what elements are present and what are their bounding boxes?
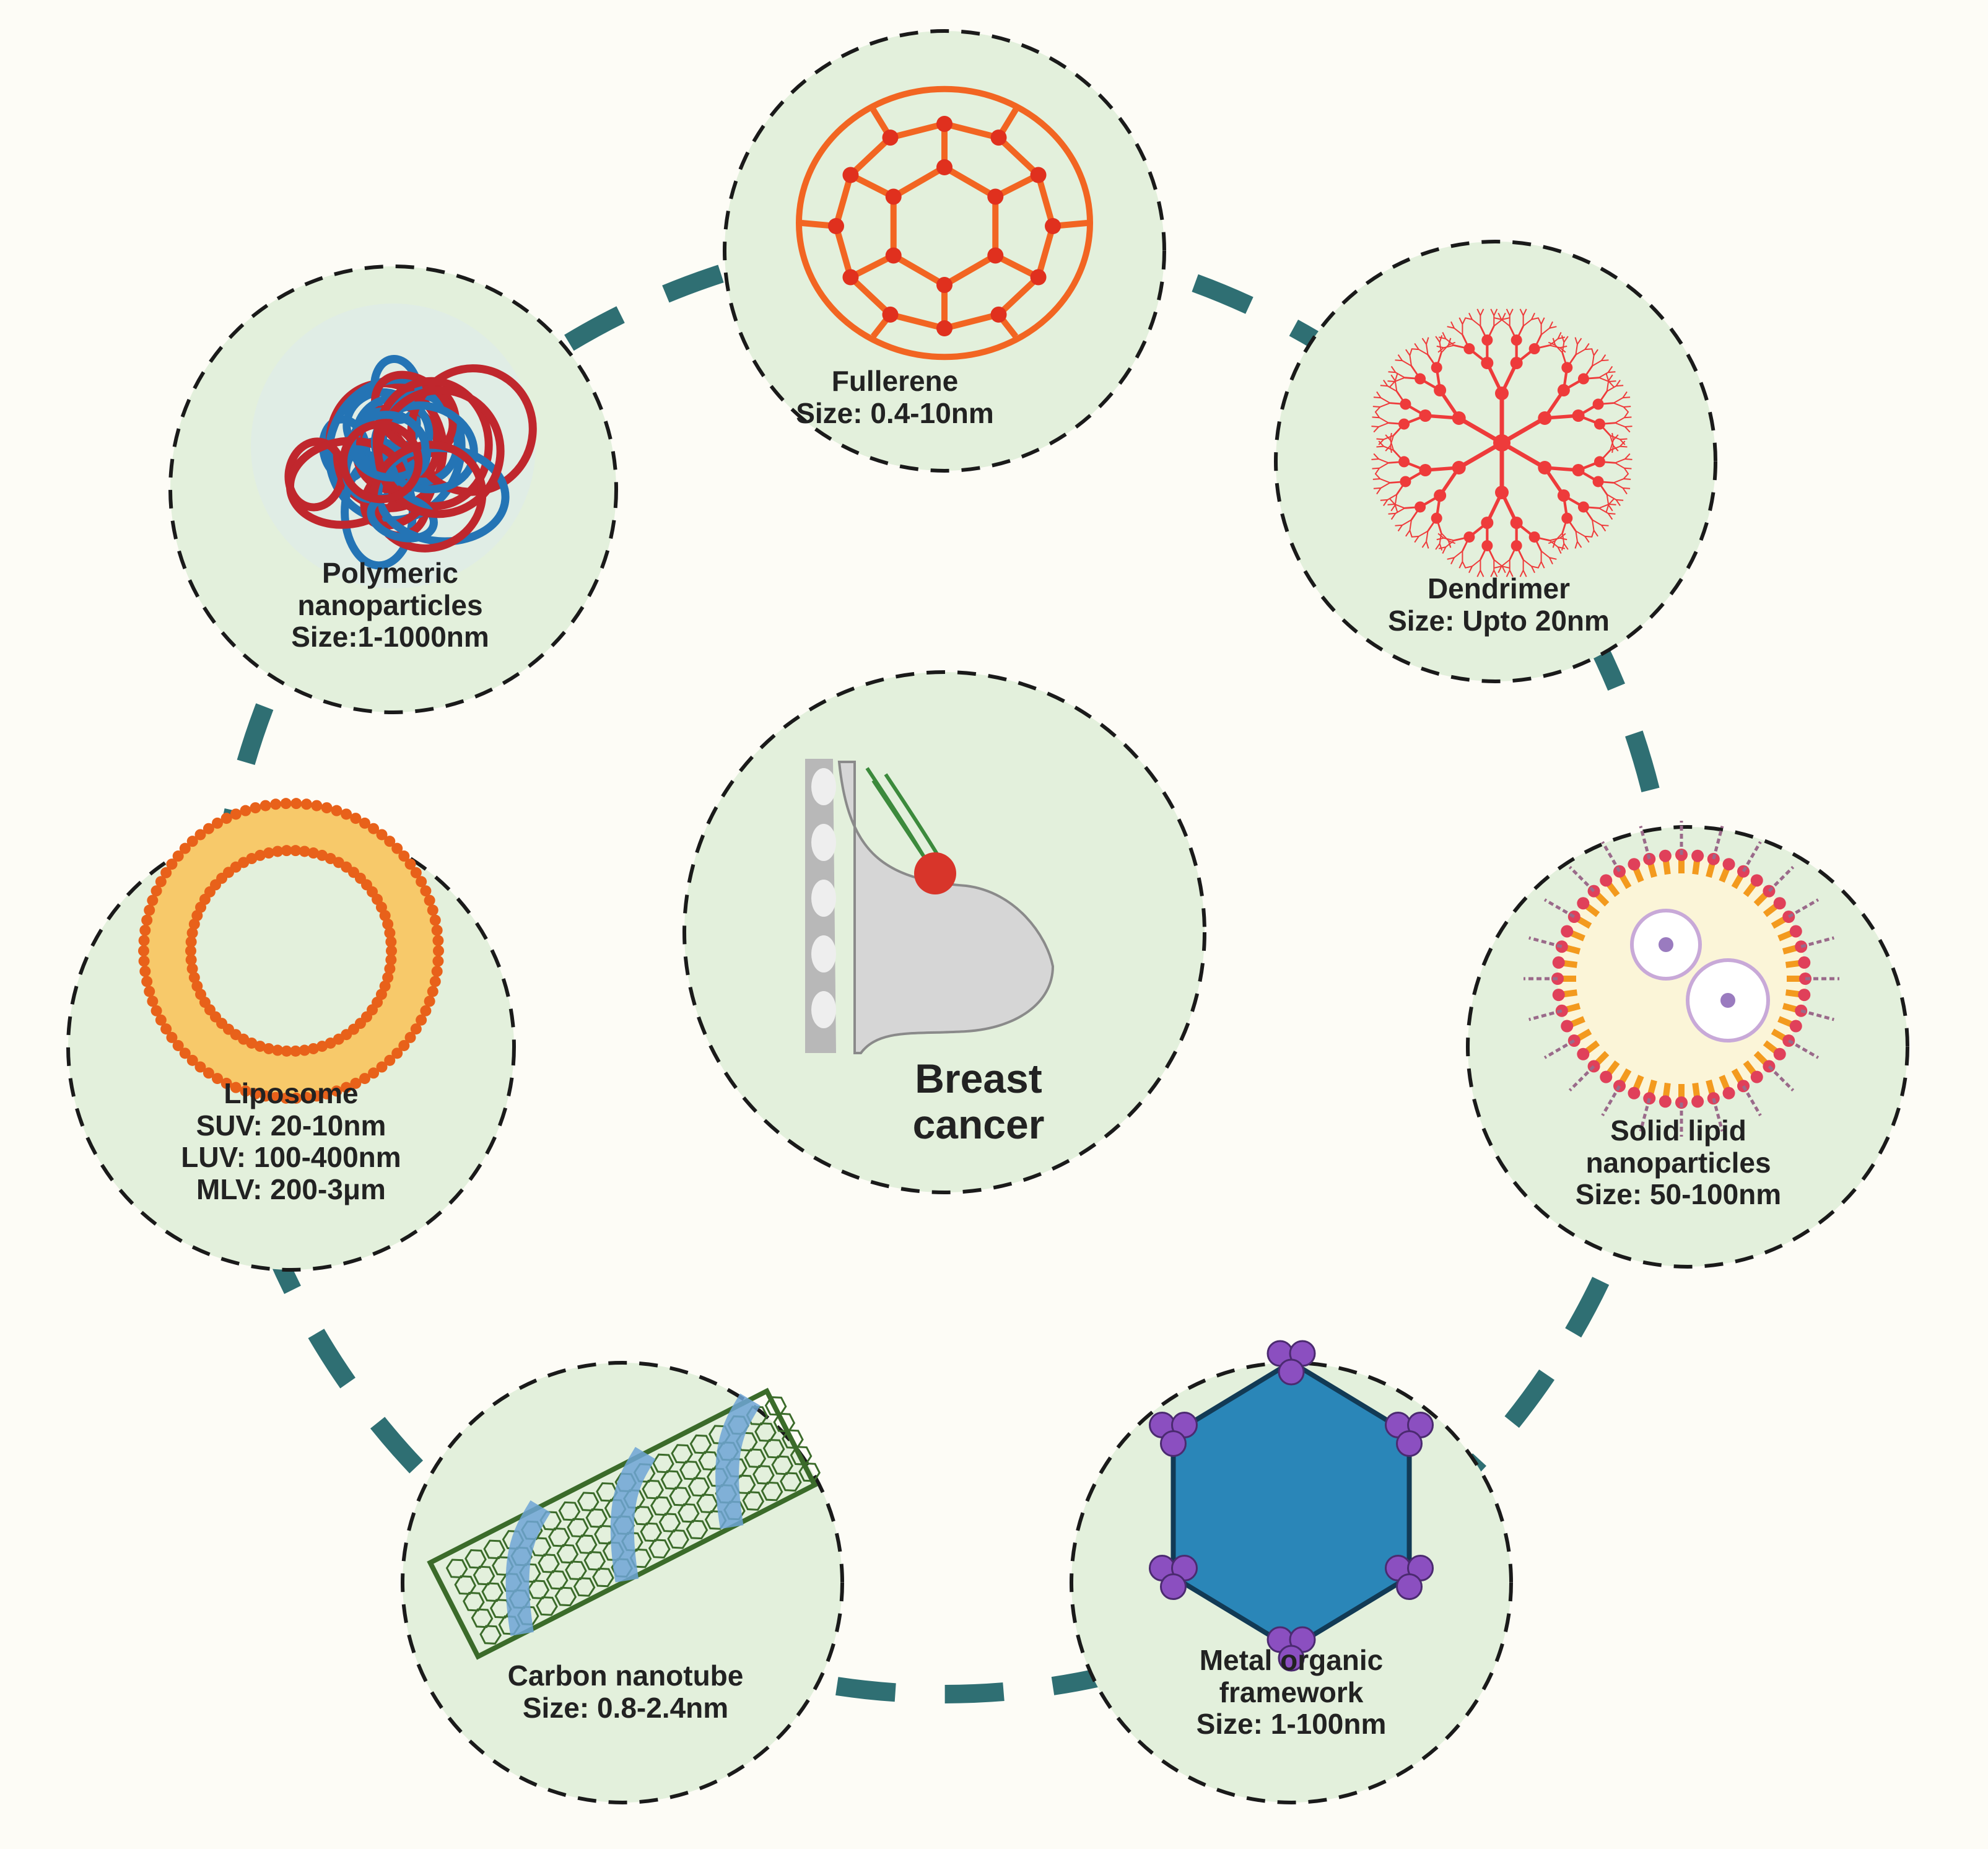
liposome-mlv: MLV: 200-3μm xyxy=(196,1173,386,1205)
fullerene-icon xyxy=(796,85,1093,361)
mof-name-2: framework xyxy=(1219,1676,1364,1708)
tumor-icon xyxy=(914,852,956,894)
solid-lipid-nanoparticle-icon xyxy=(1524,821,1839,1137)
polymeric-name-1: Polymeric xyxy=(322,557,458,589)
carbon-nanotube-name: Carbon nanotube xyxy=(507,1659,744,1692)
breast-illustration xyxy=(805,759,1055,1054)
dendrimer-icon xyxy=(1371,308,1633,577)
solid-lipid-size: Size: 50-100nm xyxy=(1575,1178,1782,1211)
carbon-nanotube-icon xyxy=(427,1388,821,1660)
fullerene-size: Size: 0.4-10nm xyxy=(796,396,994,429)
dendrimer-label: Dendrimer Size: Upto 20nm xyxy=(1344,572,1654,637)
fullerene-circle xyxy=(723,29,1166,473)
liposome-icon xyxy=(138,798,444,1104)
fullerene-label: Fullerene Size: 0.4-10nm xyxy=(740,365,1050,429)
polymeric-name-2: nanoparticles xyxy=(297,588,483,621)
polymeric-nanoparticle-icon xyxy=(251,304,537,588)
mof-label: Metal organic framework Size: 1-100nm xyxy=(1136,1644,1446,1741)
carbon-nanotube-size: Size: 0.8-2.4nm xyxy=(522,1691,729,1724)
metal-organic-framework-icon xyxy=(1148,1340,1434,1672)
solid-lipid-name-2: nanoparticles xyxy=(1585,1146,1771,1179)
center-label-line2: cancer xyxy=(912,1101,1045,1147)
dendrimer-size: Size: Upto 20nm xyxy=(1388,604,1610,637)
fullerene-name: Fullerene xyxy=(831,365,959,397)
liposome-suv: SUV: 20-10nm xyxy=(196,1109,386,1142)
polymeric-label: Polymeric nanoparticles Size:1-1000nm xyxy=(235,557,545,653)
dendrimer-name: Dendrimer xyxy=(1427,572,1571,605)
dendrimer-circle xyxy=(1274,240,1717,683)
liposome-name: Liposome xyxy=(224,1077,359,1109)
icons xyxy=(138,85,1839,1672)
carbon-nanotube-label: Carbon nanotube Size: 0.8-2.4nm xyxy=(464,1659,787,1724)
solid-lipid-label: Solid lipid nanoparticles Size: 50-100nm xyxy=(1524,1114,1833,1211)
mof-name-1: Metal organic xyxy=(1199,1644,1384,1676)
center-label: Breast cancer xyxy=(793,1056,1164,1148)
center-label-line1: Breast xyxy=(915,1056,1042,1101)
liposome-luv: LUV: 100-400nm xyxy=(181,1141,401,1174)
polymeric-size: Size:1-1000nm xyxy=(291,621,489,653)
solid-lipid-name-1: Solid lipid xyxy=(1610,1114,1746,1147)
liposome-label: Liposome SUV: 20-10nm LUV: 100-400nm MLV… xyxy=(136,1077,446,1205)
mof-size: Size: 1-100nm xyxy=(1196,1708,1387,1741)
